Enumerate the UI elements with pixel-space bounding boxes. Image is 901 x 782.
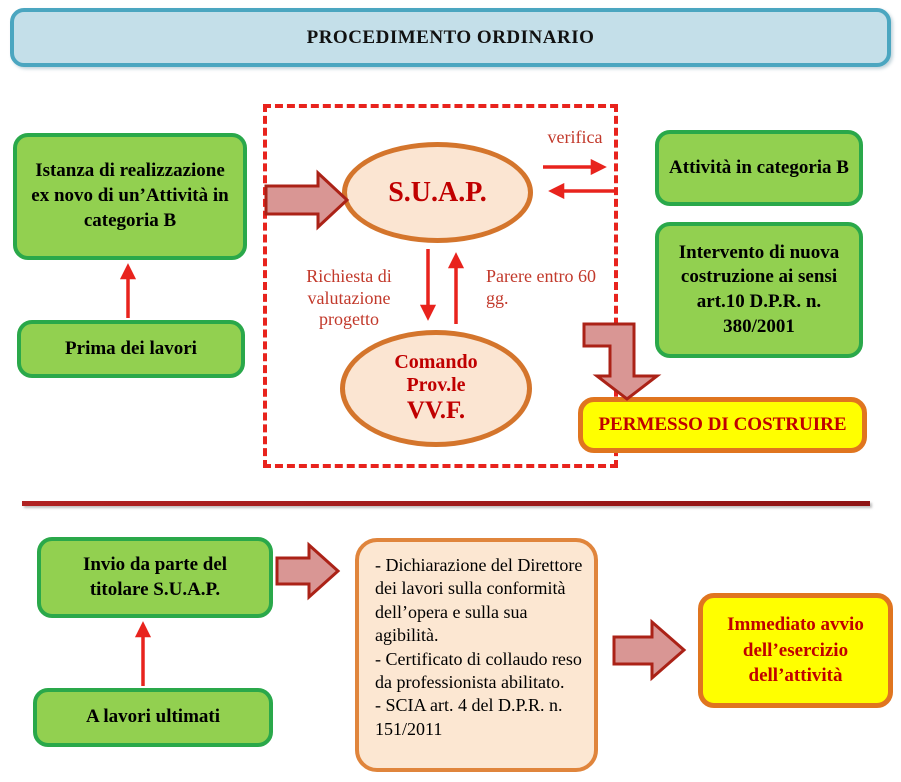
label-richiesta-valutazione: Richiesta di valutazione progetto: [306, 266, 392, 330]
comando-line3: VV.F.: [406, 397, 466, 425]
requisito-certificato: - Certificato di collaudo reso da profes…: [375, 648, 582, 692]
requisito-scia: - SCIA art. 4 del D.P.R. n. 151/2011: [375, 695, 563, 739]
node-suap-label: S.U.A.P.: [388, 176, 487, 208]
node-prima-label: Prima dei lavori: [65, 337, 197, 359]
node-permesso-label: PERMESSO DI COSTRUIRE: [598, 414, 847, 436]
node-intervento-label: Intervento di nuova costruzione ai sensi…: [678, 241, 840, 337]
label-parere-entro: Parere entro 60 gg.: [486, 266, 596, 308]
node-intervento-nuova-costruzione: Intervento di nuova costruzione ai sensi…: [655, 222, 863, 358]
requisito-dichiarazione: - Dichiarazione del Direttore dei lavori…: [375, 555, 583, 646]
suap-vvf-dashed-container: [263, 104, 618, 468]
node-immediato-label: Immediato avvio dell’esercizio dell’atti…: [727, 614, 864, 687]
block-arrow-documenti-to-avvio: [612, 618, 687, 682]
node-comando-vvf-ellipse: Comando Prov.le VV.F.: [340, 330, 532, 447]
node-immediato-avvio: Immediato avvio dell’esercizio dell’atti…: [698, 593, 893, 708]
label-verifica: verifica: [547, 127, 603, 147]
section-divider: [22, 501, 870, 506]
node-lavori-label: A lavori ultimati: [85, 706, 221, 728]
node-permesso-di-costruire: PERMESSO DI COSTRUIRE: [578, 397, 867, 453]
node-istanza-label: Istanza di realizzazione ex novo di un’A…: [31, 160, 229, 231]
node-documenti-richiesti: - Dichiarazione del Direttore dei lavori…: [355, 538, 598, 772]
node-a-lavori-ultimati: A lavori ultimati: [33, 688, 273, 747]
node-istanza-realizzazione: Istanza di realizzazione ex novo di un’A…: [13, 133, 247, 260]
comando-line1: Comando: [394, 351, 478, 374]
node-attivita-categoria-b: Attività in categoria B: [655, 130, 863, 206]
node-suap-ellipse: S.U.A.P.: [342, 142, 533, 243]
block-arrow-invio-to-documenti: [275, 541, 341, 601]
page-title: PROCEDIMENTO ORDINARIO: [10, 8, 891, 67]
comando-line2: Prov.le: [406, 374, 466, 397]
node-invio-label: Invio da parte del titolare S.U.A.P.: [82, 553, 228, 600]
node-attivita-label: Attività in categoria B: [669, 156, 849, 178]
node-invio-titolare-suap: Invio da parte del titolare S.U.A.P.: [37, 537, 273, 618]
node-prima-dei-lavori: Prima dei lavori: [17, 320, 245, 378]
